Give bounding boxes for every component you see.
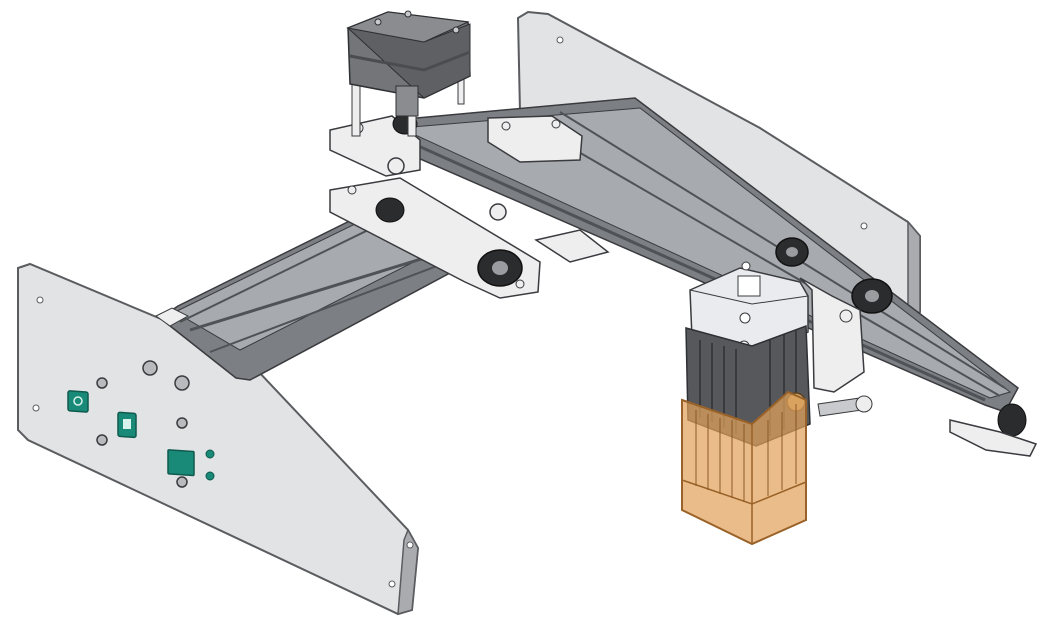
screw-icon <box>453 27 459 33</box>
screw-icon <box>742 262 750 270</box>
thumb-screw-knob <box>856 396 872 412</box>
nut-icon <box>490 204 506 220</box>
module-fan-mount <box>738 276 760 296</box>
screw-icon <box>97 435 107 445</box>
stepper-motor <box>348 11 470 136</box>
indicator-led-icon <box>206 472 214 480</box>
left-side-plate <box>18 264 418 614</box>
nut-icon <box>840 310 852 322</box>
nut-icon <box>516 280 524 288</box>
usb-port-inner <box>123 419 131 429</box>
plate-hole <box>861 223 867 229</box>
indicator-led-icon <box>206 450 214 458</box>
wheel-icon <box>376 198 404 222</box>
screw-icon <box>97 378 107 388</box>
standoff <box>352 80 360 136</box>
control-panel <box>68 361 214 487</box>
laser-carriage-plate <box>800 278 872 416</box>
screw-icon <box>177 477 187 487</box>
nut-icon <box>502 122 510 130</box>
motor-pulley <box>396 86 418 116</box>
laser-shroud <box>682 392 806 544</box>
plate-hole <box>389 581 395 587</box>
screw-icon <box>375 19 381 25</box>
power-symbol-icon <box>74 397 82 405</box>
nut-icon <box>388 158 404 174</box>
plate-hole <box>557 37 563 43</box>
screw-icon <box>405 11 411 17</box>
plate-hole <box>407 542 413 548</box>
rail-end-bracket <box>156 308 188 326</box>
screw-icon <box>175 376 189 390</box>
screw-icon <box>177 418 187 428</box>
nut-icon <box>348 186 356 194</box>
nut-icon <box>552 120 560 128</box>
screw-icon <box>740 313 750 323</box>
display-icon <box>168 450 194 476</box>
plate-hole <box>37 297 43 303</box>
plate-hole <box>33 405 39 411</box>
power-button-icon <box>68 391 88 412</box>
wheel-icon <box>998 404 1026 436</box>
screw-icon <box>143 361 157 375</box>
end-bracket <box>950 420 1036 456</box>
